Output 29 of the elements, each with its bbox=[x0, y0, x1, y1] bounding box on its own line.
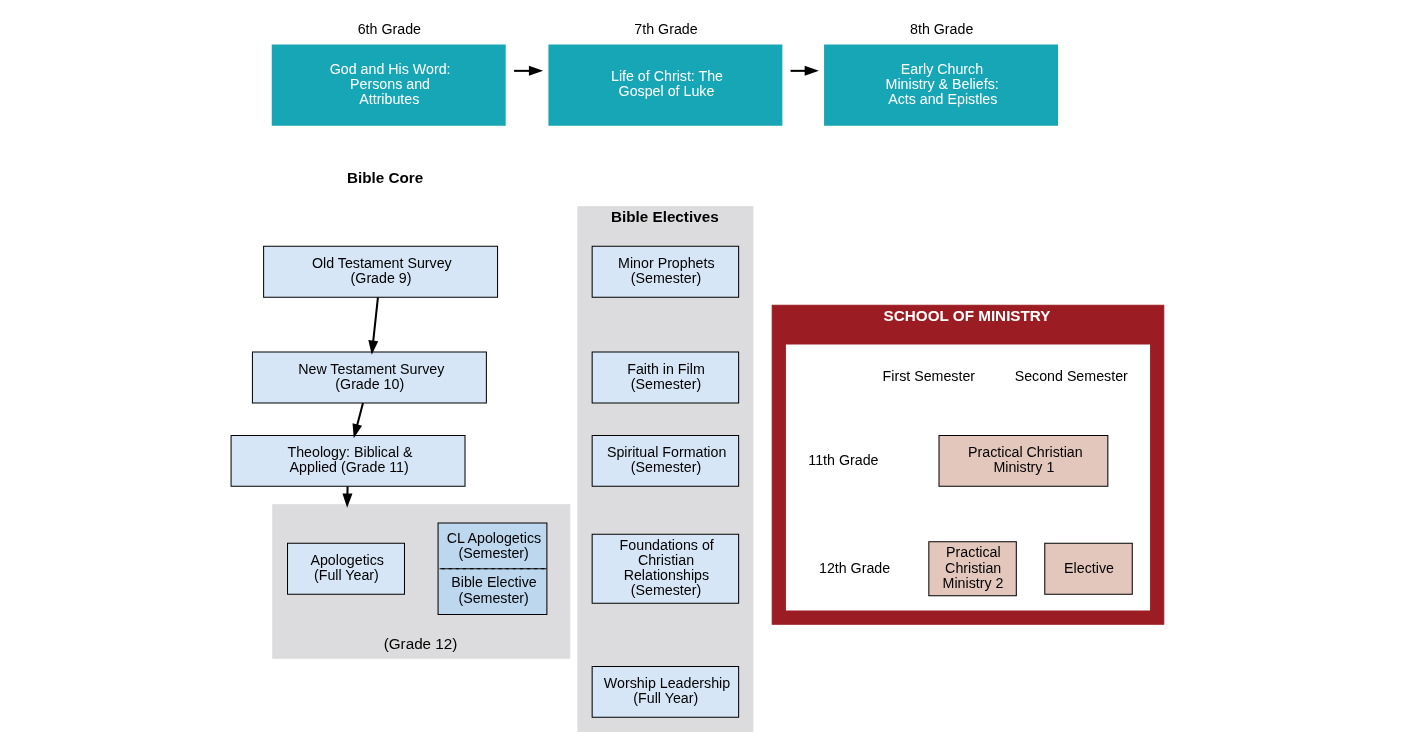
arrow bbox=[790, 65, 819, 76]
arrow bbox=[514, 65, 544, 76]
arrow bbox=[342, 486, 353, 508]
label: Bible Core bbox=[347, 168, 424, 186]
node-label: 6th Grade bbox=[357, 21, 422, 38]
arrow bbox=[352, 402, 364, 439]
node-label: 8th Grade bbox=[910, 21, 974, 38]
node-box: Early Church Ministry & Beliefs: Acts and Epistles bbox=[824, 44, 1058, 126]
node-box: Life of Christ: The Gospel of Luke bbox=[548, 44, 783, 126]
node-box: Spiritual Formation (Semester) bbox=[591, 435, 740, 487]
node-box: Faith in Film (Semester) bbox=[591, 351, 740, 404]
node-box: Old Testament Survey (Grade 9) bbox=[263, 245, 499, 298]
arrow bbox=[368, 297, 379, 355]
node-box: Elective bbox=[1044, 542, 1133, 595]
label: Second Semester bbox=[1014, 368, 1128, 385]
node-box: Practical Christian Ministry 1 bbox=[938, 435, 1109, 487]
node-box: Minor Prophets (Semester) bbox=[591, 245, 740, 298]
cluster bbox=[785, 344, 1151, 611]
node-box: Foundations of Christian Relationships (Semester) bbox=[591, 533, 740, 604]
label: 12th Grade bbox=[818, 559, 891, 576]
node-box: New Testament Survey (Grade 10) bbox=[251, 351, 487, 404]
node-box: God and His Word: Persons and Attributes bbox=[271, 44, 506, 126]
label: 11th Grade bbox=[808, 451, 879, 468]
node-box: Theology: Biblical & Applied (Grade 11) bbox=[230, 435, 466, 487]
label: First Semester bbox=[882, 368, 976, 385]
node-box: Worship Leadership (Full Year) bbox=[591, 665, 740, 718]
node-box: Apologetics (Full Year) bbox=[287, 542, 405, 595]
node-box: Practical Christian Ministry 2 bbox=[928, 541, 1017, 597]
node-label: 7th Grade bbox=[634, 21, 698, 38]
